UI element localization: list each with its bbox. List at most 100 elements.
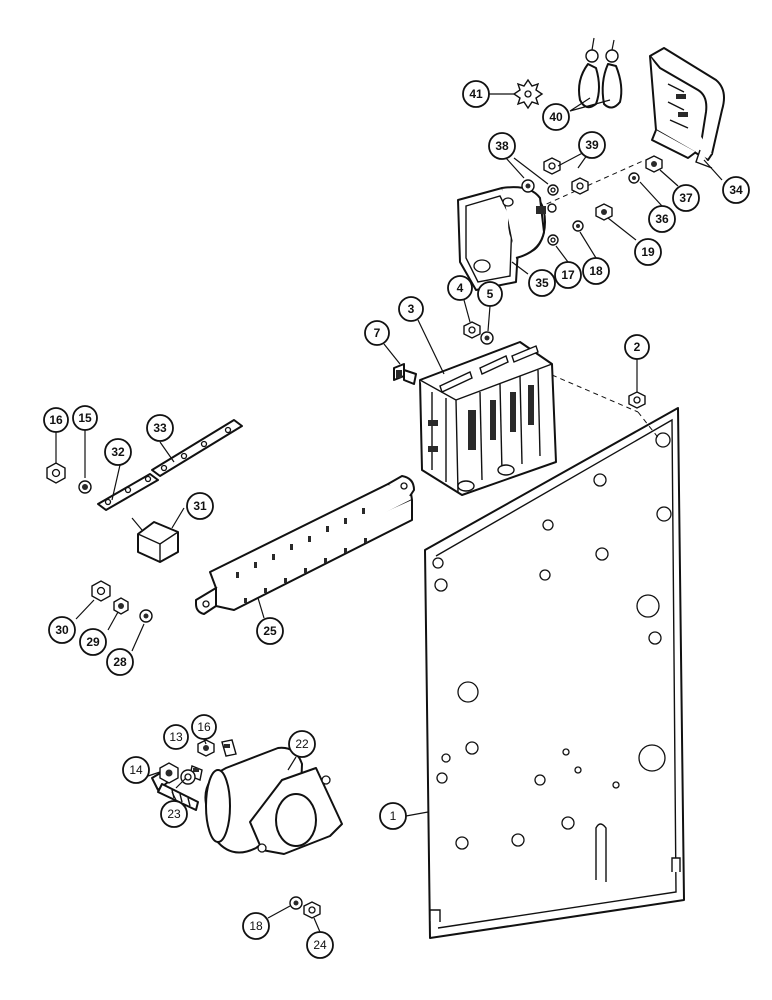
alignment-line-relay xyxy=(551,374,639,413)
callout-39: 39 xyxy=(578,131,606,159)
svg-text:22: 22 xyxy=(295,737,309,751)
svg-text:23: 23 xyxy=(167,807,181,821)
svg-text:16: 16 xyxy=(197,720,211,734)
nut-37 xyxy=(645,155,663,173)
svg-text:37: 37 xyxy=(679,191,693,205)
nut-39b xyxy=(571,177,589,195)
callout-7: 7 xyxy=(364,320,390,346)
callout-19: 19 xyxy=(634,238,662,266)
svg-text:2: 2 xyxy=(634,340,641,354)
callout-28: 28 xyxy=(106,648,134,676)
nut-19 xyxy=(595,203,613,221)
svg-text:35: 35 xyxy=(535,276,549,290)
callout-37: 37 xyxy=(672,184,700,212)
washer-28 xyxy=(139,609,153,623)
callout-16-left: 16 xyxy=(43,407,69,433)
callout-18-lower: 18 xyxy=(242,912,270,940)
callout-4: 4 xyxy=(447,275,473,301)
svg-text:31: 31 xyxy=(193,499,207,513)
nut-24 xyxy=(303,901,321,919)
callout-33: 33 xyxy=(146,414,174,442)
svg-text:15: 15 xyxy=(78,411,92,425)
svg-text:18: 18 xyxy=(249,919,263,933)
terminal-strip-25 xyxy=(195,475,415,615)
callout-17: 17 xyxy=(554,261,582,289)
callout-30: 30 xyxy=(48,616,76,644)
svg-text:40: 40 xyxy=(549,110,563,124)
cable-clamps-40 xyxy=(578,37,623,109)
callout-24: 24 xyxy=(306,931,334,959)
svg-text:32: 32 xyxy=(111,445,125,459)
svg-text:18: 18 xyxy=(589,264,603,278)
callout-1: 1 xyxy=(379,802,407,830)
star-washer-41 xyxy=(512,78,544,110)
nut-16b xyxy=(197,739,215,757)
svg-text:5: 5 xyxy=(487,287,494,301)
alignment-line-nut2 xyxy=(637,411,661,441)
terminal-strip-holes xyxy=(236,508,367,603)
relay-block xyxy=(419,341,557,496)
svg-text:19: 19 xyxy=(641,245,655,259)
cover-bracket-34 xyxy=(649,47,725,169)
svg-text:30: 30 xyxy=(55,623,69,637)
washer-36 xyxy=(628,172,640,184)
nut-30 xyxy=(91,580,111,602)
mounting-plate xyxy=(424,407,685,939)
callout-25: 25 xyxy=(256,617,284,645)
callout-14: 14 xyxy=(122,756,150,784)
callout-34: 34 xyxy=(722,176,750,204)
svg-text:36: 36 xyxy=(655,212,669,226)
washer-38b xyxy=(547,184,559,196)
nut-4 xyxy=(463,321,481,339)
plate-holes xyxy=(432,432,672,850)
callout-2: 2 xyxy=(624,334,650,360)
svg-text:25: 25 xyxy=(263,624,277,638)
svg-text:17: 17 xyxy=(561,268,575,282)
resistor-block-31 xyxy=(131,517,179,563)
nut-39a xyxy=(543,157,561,175)
svg-text:29: 29 xyxy=(86,635,100,649)
starter-solenoid-22 xyxy=(189,739,343,855)
washer-13 xyxy=(180,769,196,785)
nut-29 xyxy=(113,597,129,615)
washer-38 xyxy=(521,179,535,193)
svg-text:3: 3 xyxy=(408,302,415,316)
callout-40: 40 xyxy=(542,103,570,131)
svg-text:41: 41 xyxy=(469,87,483,101)
washer-17 xyxy=(547,234,559,246)
nut-2 xyxy=(628,391,646,409)
nut-14 xyxy=(159,762,179,784)
svg-text:24: 24 xyxy=(313,938,327,952)
strap-33 xyxy=(151,419,243,477)
callout-5: 5 xyxy=(477,281,503,307)
svg-text:38: 38 xyxy=(495,139,509,153)
svg-text:16: 16 xyxy=(49,413,63,427)
strap-32 xyxy=(97,473,159,511)
callout-35: 35 xyxy=(528,269,556,297)
svg-text:7: 7 xyxy=(374,326,381,340)
svg-text:33: 33 xyxy=(153,421,167,435)
callout-16-lower: 16 xyxy=(191,714,217,740)
callout-15: 15 xyxy=(72,405,98,431)
svg-text:4: 4 xyxy=(457,281,464,295)
washer-5 xyxy=(480,331,494,345)
callout-13: 13 xyxy=(163,724,189,750)
mini-fuse xyxy=(393,363,417,385)
callout-18-upper: 18 xyxy=(582,257,610,285)
svg-text:39: 39 xyxy=(585,138,599,152)
callout-29: 29 xyxy=(79,628,107,656)
callout-32: 32 xyxy=(104,438,132,466)
callout-22: 22 xyxy=(288,730,316,758)
svg-text:34: 34 xyxy=(729,183,743,197)
svg-text:1: 1 xyxy=(390,809,397,823)
callout-3: 3 xyxy=(398,296,424,322)
washer-18b xyxy=(289,896,303,910)
washer-15 xyxy=(78,480,92,494)
svg-text:14: 14 xyxy=(129,763,143,777)
callout-38: 38 xyxy=(488,132,516,160)
callout-23: 23 xyxy=(160,800,188,828)
svg-text:28: 28 xyxy=(113,655,127,669)
callout-36: 36 xyxy=(648,205,676,233)
leader-lines xyxy=(55,93,723,933)
